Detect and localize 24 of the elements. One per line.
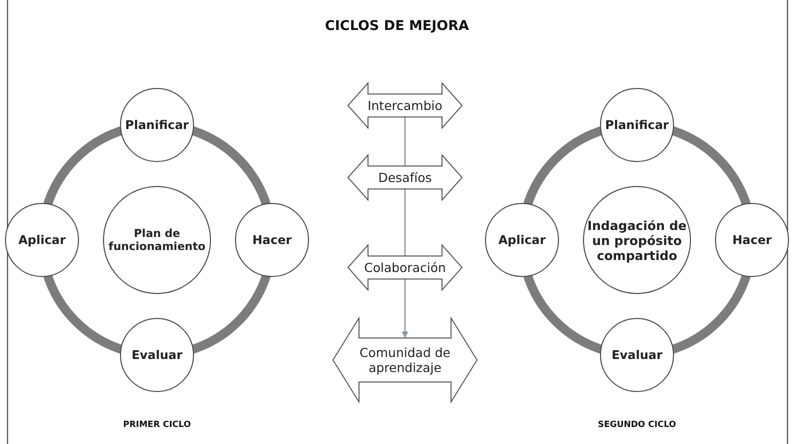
node-label: Aplicar bbox=[18, 232, 66, 248]
node-label: Aplicar bbox=[498, 232, 546, 248]
cycle-caption: SEGUNDO CICLO bbox=[598, 420, 676, 430]
connector-line bbox=[404, 189, 406, 256]
node-label: Desafíos bbox=[378, 170, 432, 185]
node-label: Comunidad de aprendizaje bbox=[358, 345, 452, 375]
node-label: Evaluar bbox=[612, 348, 662, 362]
node-label: Colaboración bbox=[364, 260, 446, 275]
node-label: Planificar bbox=[605, 118, 669, 132]
node-label: Hacer bbox=[732, 232, 772, 248]
double-arrow-shape bbox=[348, 83, 462, 128]
node-label: Plan de funcionamiento bbox=[108, 226, 206, 254]
arrow bbox=[402, 279, 408, 338]
node-label: Hacer bbox=[252, 232, 292, 248]
connector-line bbox=[404, 117, 406, 166]
node-label: Evaluar bbox=[132, 348, 182, 362]
double-arrow-shape bbox=[348, 155, 462, 200]
node-label: Planificar bbox=[125, 118, 189, 132]
double-arrow-shape bbox=[333, 318, 477, 402]
diagram-title: CICLOS DE MEJORA bbox=[325, 18, 469, 34]
double-arrow-shape bbox=[348, 245, 462, 290]
node-label: Intercambio bbox=[368, 98, 442, 113]
cycle-caption: PRIMER CICLO bbox=[123, 420, 191, 430]
node-label: Indagación de un propósito compartido bbox=[586, 218, 688, 262]
